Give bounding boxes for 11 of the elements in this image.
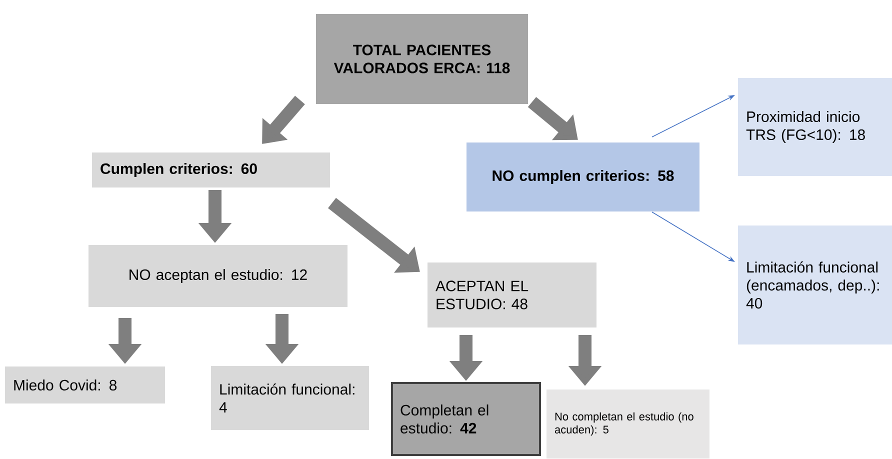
text-box: NO aceptan el estudio: 12: [88, 245, 348, 307]
text-box: Limitación funcional: 4: [211, 366, 369, 430]
text-box: Limitación funcional (encamados, dep..): 40: [738, 226, 892, 344]
text-box: TOTAL PACIENTES VALORADOS ERCA: 118: [316, 14, 528, 104]
text-box: Cumplen criterios: 60: [92, 152, 330, 188]
text-box: Completan el estudio: 42: [391, 382, 541, 456]
text-box: ACEPTAN EL ESTUDIO: 48: [428, 262, 596, 328]
text-box: Miedo Covid: 8: [5, 366, 165, 404]
text-box: Proximidad inicio TRS (FG<10): 18: [738, 78, 892, 176]
text-box: No completan el estudio (no acuden): 5: [546, 390, 710, 458]
text-box: NO cumplen criterios: 58: [466, 142, 700, 212]
